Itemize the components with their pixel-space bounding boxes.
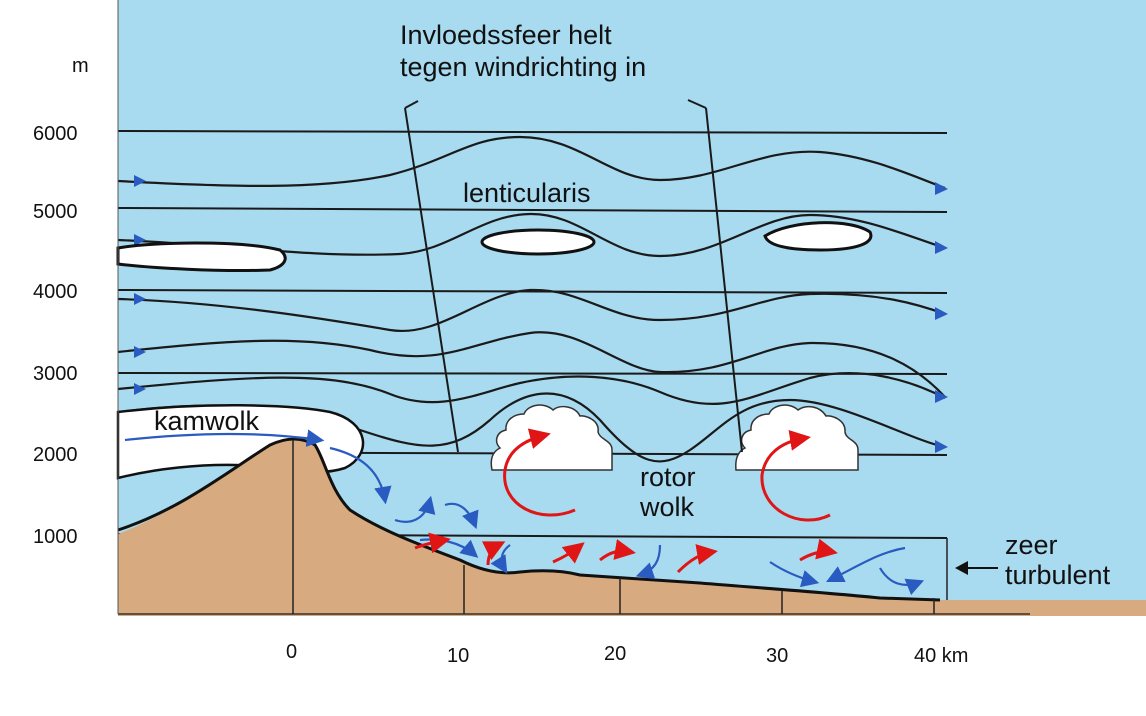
x-tick-10: 10 [447,645,469,667]
influence-sphere-lines [404,99,743,453]
y-tick-6000: 6000 [33,123,78,145]
terrain [118,438,1146,616]
y-tick-3000: 3000 [33,363,78,385]
y-tick-5000: 5000 [33,201,78,223]
wave-streamlines [117,135,946,463]
rotor-arrows [414,428,838,574]
turbulent-label-line2: turbulent [1005,560,1111,590]
rotor-label-line2: wolk [639,492,695,522]
x-tick-30: 30 [766,645,788,667]
lenticularis-label: lenticularis [463,178,591,208]
turbulent-label-line1: zeer [1005,530,1058,560]
y-tick-1000: 1000 [33,526,78,548]
influence-label-line2: tegen windrichting in [400,52,646,82]
lenticular-clouds [116,221,873,273]
kamwolk-label: kamwolk [154,406,260,436]
x-tick-40: 40 km [914,645,968,667]
influence-label-line1: Invloedssfeer helt [400,20,612,50]
outflow-arrowheads [935,182,948,453]
x-tick-20: 20 [604,643,626,665]
turbulent-pointer [955,561,998,575]
y-tick-2000: 2000 [33,444,78,466]
x-tick-0: 0 [286,641,297,663]
y-tick-4000: 4000 [33,281,78,303]
altitude-lines [117,130,948,539]
y-axis-unit: m [72,55,89,77]
rotor-label-line1: rotor [640,462,696,492]
terrain-outline [117,437,941,602]
inflow-arrowheads [134,175,146,395]
distance-posts [292,440,935,614]
